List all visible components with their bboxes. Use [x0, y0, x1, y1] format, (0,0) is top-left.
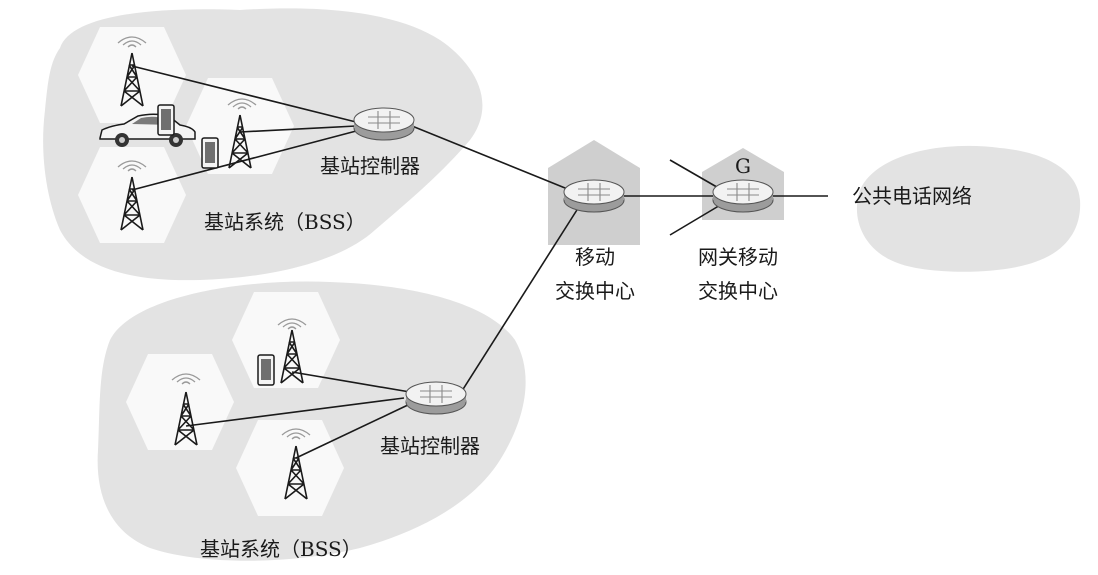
link-tower-b1-bsc-bottom — [291, 371, 411, 393]
mobile-phone-icon — [257, 354, 275, 386]
gmsc-router-icon — [712, 179, 774, 213]
msc-label-line-2: 交换中心 — [555, 279, 635, 303]
cell-top-1 — [78, 27, 186, 123]
cell-bottom-3 — [236, 420, 344, 516]
link-tower1-bsc-top — [131, 65, 357, 123]
cell-bottom-2 — [126, 354, 234, 450]
bsc-top-label: 基站控制器 — [320, 154, 420, 178]
pstn-cloud — [856, 145, 1081, 272]
connections — [131, 65, 828, 459]
link-tower-b2-bsc-bottom — [185, 397, 405, 427]
cell-top-3 — [78, 147, 186, 243]
bss-bottom-label: 基站系统（BSS） — [200, 537, 362, 561]
mobile-phone-icon — [201, 137, 219, 169]
link-tower-b3-bsc-bottom — [295, 403, 411, 459]
bsc-router-bottom-icon — [405, 381, 467, 415]
bss-top-label: 基站系统（BSS） — [204, 210, 366, 234]
mobile-phone-icon — [157, 104, 175, 136]
link-gmsc-extra-down — [669, 203, 723, 236]
msc-label: 移动 交换中心 — [555, 240, 635, 308]
msc-router-icon — [563, 179, 625, 213]
link-bsc-top-msc — [411, 125, 571, 191]
cell-bottom-1 — [232, 292, 340, 388]
gmsc-label-line-1: 网关移动 — [698, 245, 778, 269]
link-tower3-bsc-top — [131, 129, 361, 191]
link-gmsc-extra-up — [669, 159, 723, 191]
msc-label-line-1: 移动 — [575, 245, 615, 269]
bsc-bottom-label: 基站控制器 — [380, 434, 480, 458]
pstn-label: 公共电话网络 — [852, 184, 972, 208]
gmsc-letter: G — [735, 154, 751, 178]
gmsc-label-line-2: 交换中心 — [698, 279, 778, 303]
link-tower2-bsc-top — [239, 125, 357, 133]
link-bsc-bottom-msc — [459, 201, 583, 395]
gmsc-label: 网关移动 交换中心 — [698, 240, 778, 308]
bsc-router-top-icon — [353, 107, 415, 141]
